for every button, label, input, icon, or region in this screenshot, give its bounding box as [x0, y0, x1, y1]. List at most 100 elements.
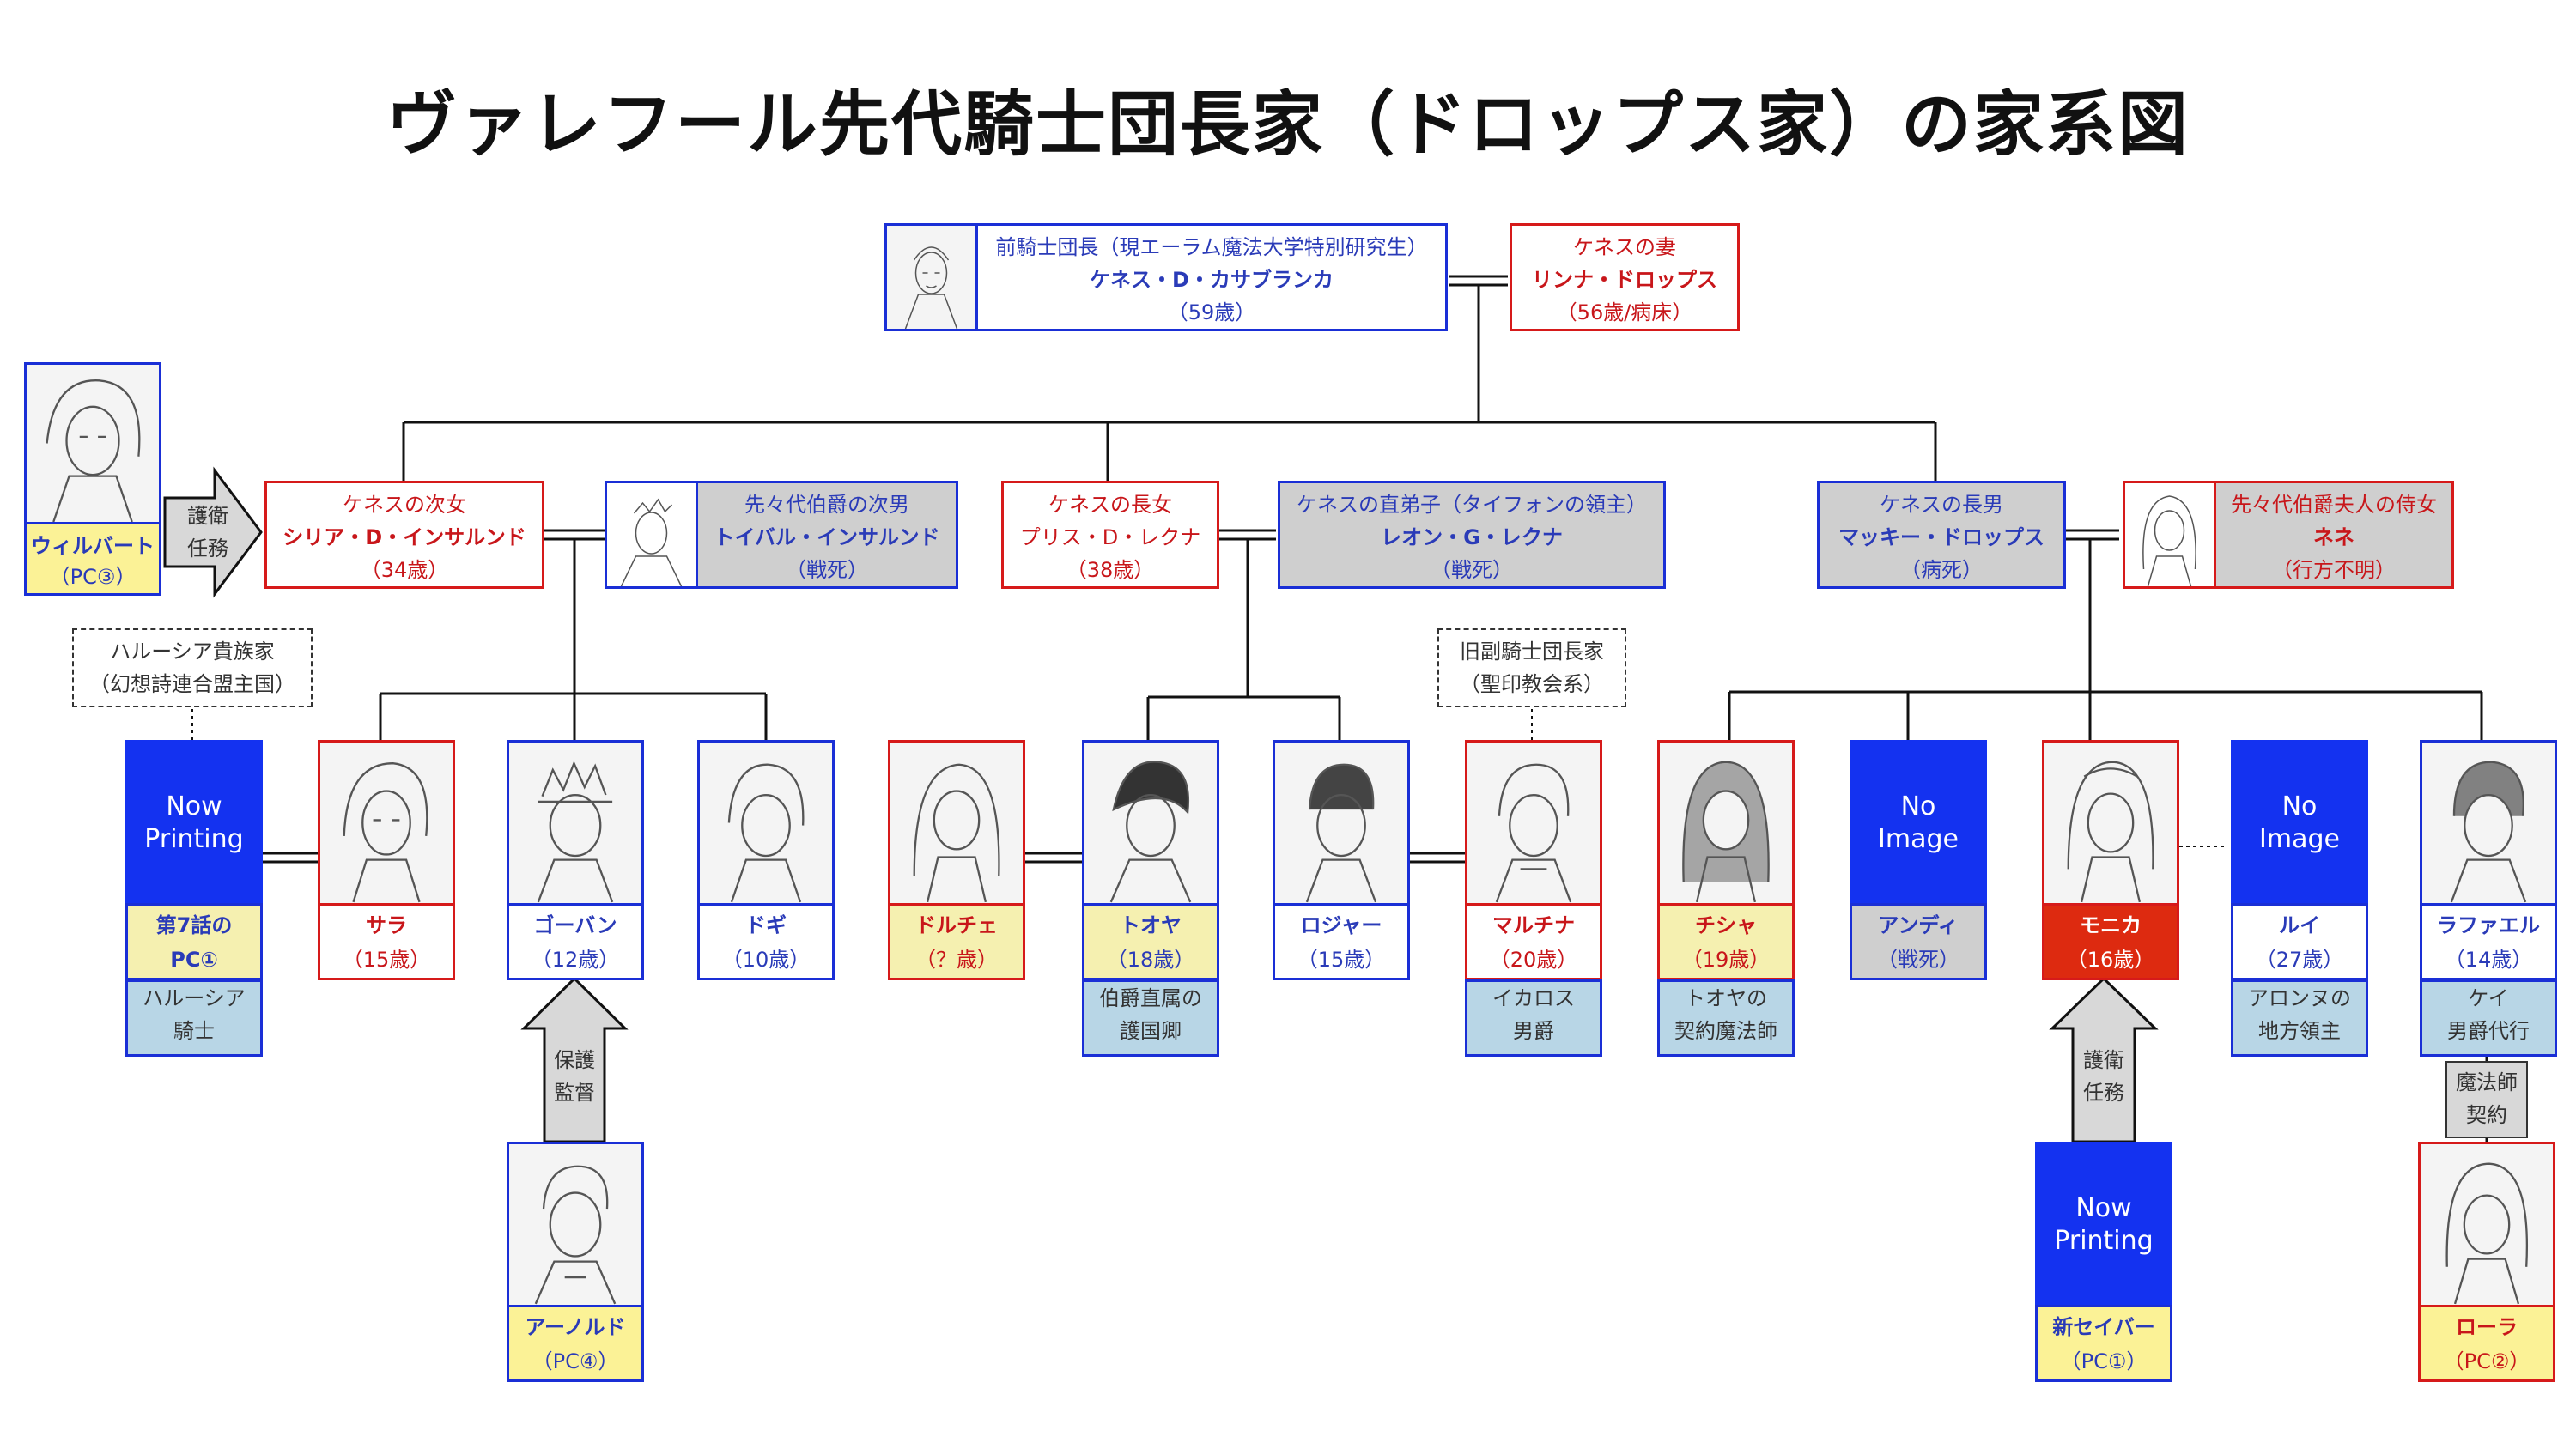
kenneth-role: 前騎士団長（現エーラム魔法大学特別研究生） — [995, 235, 1428, 259]
note-haloosia: ハルーシア貴族家 （幻想詩連合盟主国） — [72, 628, 313, 707]
pris-age: （38歳） — [1066, 558, 1155, 582]
portrait-sketch-icon — [904, 246, 958, 329]
portrait-sketch-icon — [727, 763, 805, 903]
wilbert-name: ウィルバート — [31, 534, 155, 558]
raphael-name: ラファエル（14歳） — [2420, 903, 2557, 980]
toibal-box: 先々代伯爵の次男 トイバル・インサルンド （戦死） — [605, 481, 958, 589]
louis-name: ルイ（27歳） — [2231, 903, 2368, 980]
toya-title: 伯爵直属の護国卿 — [1082, 979, 1219, 1057]
rinna-box: ケネスの妻 リンナ・ドロップス （56歳/病床） — [1510, 223, 1740, 331]
wilbert-pc: （PC③） — [49, 565, 137, 589]
sara-name: サラ（15歳） — [318, 903, 455, 980]
toibal-name: トイバル・インサルンド — [714, 525, 940, 549]
arnold-arrow-label2: 監督 — [554, 1081, 595, 1105]
laura-link-label2: 契約 — [2466, 1103, 2507, 1127]
dolce-name: ドルチェ（？歳） — [888, 903, 1025, 980]
portrait-sketch-icon — [620, 498, 683, 586]
leon-role: ケネスの直弟子（タイフォンの領主） — [1297, 493, 1647, 517]
kenneth-age: （59歳） — [1167, 300, 1256, 324]
nene-name: ネネ — [2313, 525, 2354, 549]
sara-portrait — [318, 740, 455, 906]
note-vice-line1: 旧副騎士団長家 — [1460, 640, 1604, 664]
silia-box: ケネスの次女 シリア・D・インサルンド （34歳） — [264, 481, 544, 589]
goban-name: ゴーバン（12歳） — [507, 903, 644, 980]
portrait-sketch-icon — [537, 761, 614, 903]
kenneth-box: 前騎士団長（現エーラム魔法大学特別研究生） ケネス・D・カサブランカ （59歳） — [884, 223, 1448, 331]
page-title: ヴァレフール先代騎士団長家（ドロップス家）の家系図 — [386, 84, 2190, 166]
pc1-ep7-title: ハルーシア騎士 — [125, 979, 263, 1057]
kenneth-name: ケネス・D・カサブランカ — [1090, 268, 1334, 292]
leon-status: （戦死） — [1431, 558, 1513, 582]
andy-name: アンディ（戦死） — [1850, 903, 1987, 980]
chisha-title: トオヤの契約魔法師 — [1657, 979, 1795, 1057]
martina-title: イカロス男爵 — [1465, 979, 1602, 1057]
portrait-sketch-icon — [46, 379, 141, 522]
silia-name: シリア・D・インサルンド — [283, 525, 526, 549]
wilbert-arrow-label1: 護衛 — [187, 504, 228, 528]
arrow-saber — [2049, 976, 2159, 1143]
nene-portrait — [2125, 483, 2216, 586]
silia-role: ケネスの次女 — [343, 493, 466, 517]
saber-arrow-label2: 任務 — [2083, 1081, 2124, 1105]
note-vice: 旧副騎士団長家 （聖印教会系） — [1437, 628, 1626, 707]
mackey-role: ケネスの長男 — [1880, 493, 2003, 517]
rinna-age: （56歳/病床） — [1556, 300, 1693, 324]
portrait-sketch-icon — [1495, 763, 1572, 903]
portrait-sketch-icon — [1682, 761, 1770, 903]
rinna-name: リンナ・ドロップス — [1532, 268, 1717, 292]
laura-name: ローラ（PC②） — [2418, 1305, 2555, 1382]
portrait-sketch-icon — [2067, 761, 2154, 903]
pris-box: ケネスの長女 プリス・D・レクナ （38歳） — [1001, 481, 1219, 589]
toibal-status: （戦死） — [786, 558, 868, 582]
rinna-role: ケネスの妻 — [1573, 235, 1676, 259]
portrait-sketch-icon — [2450, 761, 2527, 903]
nene-box: 先々代伯爵夫人の侍女 ネネ （行方不明） — [2123, 481, 2454, 589]
portrait-sketch-icon — [2142, 495, 2196, 586]
mackey-box: ケネスの長男 マッキー・ドロップス （病死） — [1817, 481, 2066, 589]
portrait-sketch-icon — [343, 762, 428, 903]
note-haloosia-line1: ハルーシア貴族家 — [110, 640, 275, 664]
chisha-name: チシャ（19歳） — [1657, 903, 1795, 980]
wilbert-portrait — [27, 365, 159, 524]
laura-link-box: 魔法師 契約 — [2445, 1061, 2528, 1138]
pris-role: ケネスの長女 — [1048, 493, 1172, 517]
dolce-portrait — [888, 740, 1025, 906]
dogi-portrait — [697, 740, 835, 906]
raphael-title: ケイ男爵代行 — [2420, 979, 2557, 1057]
nene-status: （行方不明） — [2272, 558, 2396, 582]
toibal-portrait — [607, 483, 698, 586]
arnold-arrow-label1: 保護 — [554, 1048, 595, 1072]
note-haloosia-line2: （幻想詩連合盟主国） — [89, 672, 295, 696]
roger-name: ロジャー（15歳） — [1273, 903, 1410, 980]
arrow-escort-wilbert — [163, 466, 263, 598]
arnold-portrait — [507, 1142, 644, 1307]
saber-name: 新セイバー（PC①） — [2035, 1305, 2172, 1382]
roger-portrait — [1273, 740, 1410, 906]
dogi-name: ドギ（10歳） — [697, 903, 835, 980]
saber-arrow-label1: 護衛 — [2083, 1048, 2124, 1072]
monica-portrait — [2042, 740, 2179, 906]
portrait-sketch-icon — [1305, 763, 1377, 903]
portrait-sketch-icon — [913, 763, 1000, 903]
leon-box: ケネスの直弟子（タイフォンの領主） レオン・G・レクナ （戦死） — [1278, 481, 1666, 589]
toibal-role: 先々代伯爵の次男 — [744, 493, 909, 517]
wilbert-arrow-label2: 任務 — [187, 537, 228, 561]
portrait-sketch-icon — [1109, 761, 1192, 903]
raphael-portrait — [2420, 740, 2557, 906]
nene-role: 先々代伯爵夫人の侍女 — [2231, 493, 2437, 517]
martina-portrait — [1465, 740, 1602, 906]
silia-age: （34歳） — [360, 558, 449, 582]
leon-name: レオン・G・レクナ — [1381, 525, 1563, 549]
louis-title: アロンヌの地方領主 — [2231, 979, 2368, 1057]
portrait-sketch-icon — [2445, 1162, 2528, 1305]
laura-link-label1: 魔法師 — [2456, 1070, 2518, 1094]
chisha-portrait — [1657, 740, 1795, 906]
toya-name: トオヤ（18歳） — [1082, 903, 1219, 980]
goban-portrait — [507, 740, 644, 906]
